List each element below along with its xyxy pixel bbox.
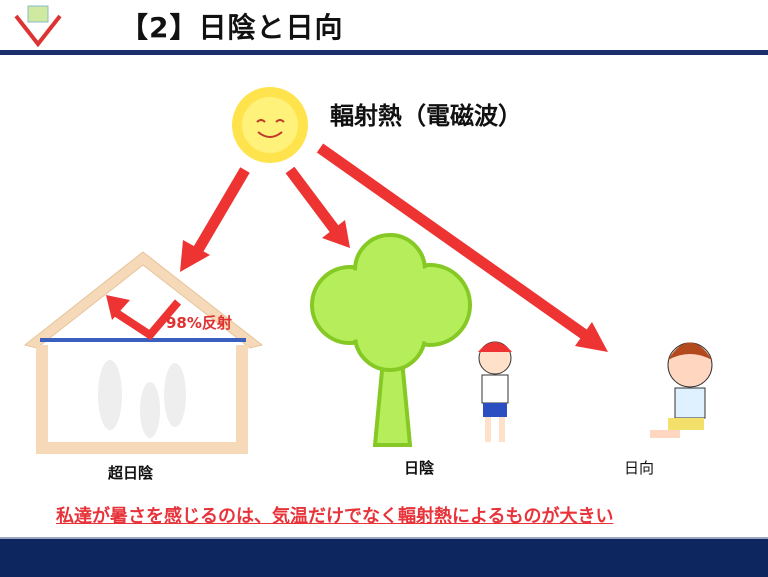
girl-in-shade-icon <box>478 341 512 442</box>
house-icon <box>23 251 264 454</box>
hot-boy-icon <box>650 342 713 438</box>
footer-bar <box>0 537 768 577</box>
super-shade-label: 超日陰 <box>108 464 154 482</box>
logo-icon <box>14 5 62 48</box>
sun-label: 日向 <box>624 459 655 477</box>
arrow-to-house <box>190 167 250 258</box>
arrow-to-tree <box>285 166 340 234</box>
reflection-label: 98%反射 <box>166 314 232 332</box>
radiation-label: 輻射熱（電磁波） <box>330 102 522 130</box>
slide-title: 【2】日陰と日向 <box>120 11 344 44</box>
conclusion-text: 私達が暑さを感じるのは、気温だけでなく輻射熱によるものが大きい <box>56 506 614 527</box>
tree-icon <box>310 233 472 447</box>
sun-icon <box>232 87 308 163</box>
arrow-to-person <box>316 143 589 340</box>
shade-label: 日陰 <box>404 459 435 477</box>
radiation-arrows <box>180 143 608 352</box>
header-divider <box>0 50 768 55</box>
